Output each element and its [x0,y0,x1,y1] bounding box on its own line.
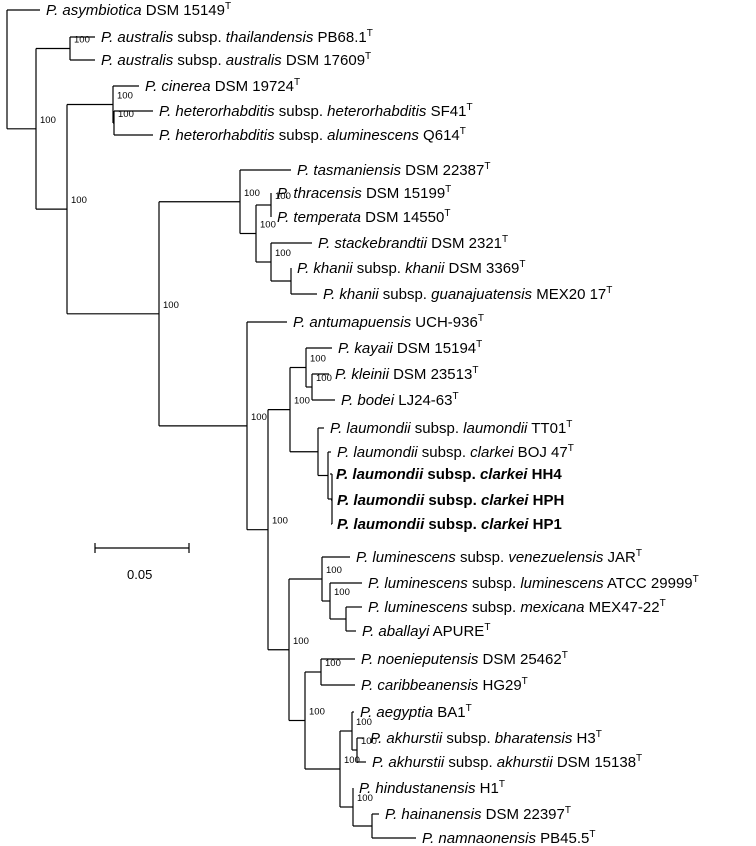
taxon-label-luminescens-luminescens: P. luminescens subsp. luminescens ATCC 2… [368,574,699,592]
taxon-label-aballayi: P. aballayi APURET [362,622,490,640]
taxon-label-khanii-guanajuatensis: P. khanii subsp. guanajuatensis MEX20 17… [323,285,612,303]
taxon-label-laumondii-clarkei-hh4: P. laumondii subsp. clarkei HH4 [336,466,562,483]
bootstrap-label: 100 [344,755,360,766]
taxon-label-laumondii-clarkei-hp1: P. laumondii subsp. clarkei HP1 [337,516,562,533]
taxon-label-laumondii-clarkei-hph: P. laumondii subsp. clarkei HPH [337,492,564,509]
taxon-label-hainanensis: P. hainanensis DSM 22397T [385,805,571,823]
bootstrap-label: 100 [272,516,288,527]
taxon-label-bodei: P. bodei LJ24-63T [341,391,459,409]
taxon-label-noenieputensis: P. noenieputensis DSM 25462T [361,650,568,668]
bootstrap-label: 100 [334,587,350,598]
taxon-label-caribbeanensis: P. caribbeanensis HG29T [361,676,528,694]
taxon-label-namnaonensis: P. namnaonensis PB45.5T [422,829,595,846]
tree-branches [6,9,416,839]
taxon-label-laumondii-laumondii: P. laumondii subsp. laumondii TT01T [330,419,572,437]
taxon-label-khanii-khanii: P. khanii subsp. khanii DSM 3369T [297,259,526,277]
taxon-label-antumapuensis: P. antumapuensis UCH-936T [293,313,484,331]
taxon-label-asymbiotica: P. asymbiotica DSM 15149T [46,1,231,19]
taxon-labels: P. asymbiotica DSM 15149T P. australis su… [46,1,699,846]
scale-bar: 0.05 [94,543,190,582]
taxon-label-kleinii: P. kleinii DSM 23513T [335,365,478,383]
bootstrap-label: 100 [40,115,56,126]
bootstrap-label: 100 [309,707,325,718]
taxon-label-kayaii: P. kayaii DSM 15194T [338,339,482,357]
bootstrap-label: 100 [294,396,310,407]
bootstrap-label: 100 [357,793,373,804]
bootstrap-label: 100 [316,373,332,384]
bootstrap-label: 100 [117,91,133,102]
bootstrap-label: 100 [325,658,341,669]
bootstrap-label: 100 [326,565,342,576]
bootstrap-label: 100 [251,412,267,423]
taxon-label-luminescens-venezuelensis: P. luminescens subsp. venezuelensis JART [356,548,642,566]
taxon-label-laumondii-clarkei-boj47: P. laumondii subsp. clarkei BOJ 47T [337,443,574,461]
taxon-label-heterorhabditis-aluminescens: P. heterorhabditis subsp. aluminescens Q… [159,126,466,144]
taxon-label-akhurstii-bharatensis: P. akhurstii subsp. bharatensis H3T [370,729,602,747]
bootstrap-label: 100 [361,736,377,747]
taxon-label-cinerea: P. cinerea DSM 19724T [145,77,300,95]
bootstrap-label: 100 [260,220,276,231]
bootstrap-label: 100 [310,354,326,365]
taxon-label-australis-thailandensis: P. australis subsp. thailandensis PB68.1… [101,28,373,46]
bootstrap-label: 100 [356,717,372,728]
taxon-label-tasmaniensis: P. tasmaniensis DSM 22387T [297,161,490,179]
bootstrap-label: 100 [275,248,291,259]
bootstrap-label: 100 [244,188,260,199]
bootstrap-label: 100 [163,300,179,311]
taxon-label-australis-australis: P. australis subsp. australis DSM 17609T [101,51,371,69]
taxon-label-akhurstii-akhurstii: P. akhurstii subsp. akhurstii DSM 15138T [372,753,642,771]
taxon-label-heterorhabditis-heterorhabditis: P. heterorhabditis subsp. heterorhabditi… [159,102,473,120]
bootstrap-label: 100 [293,636,309,647]
scale-bar-label: 0.05 [127,567,152,582]
bootstrap-label: 100 [71,195,87,206]
taxon-label-luminescens-mexicana: P. luminescens subsp. mexicana MEX47-22T [368,598,666,616]
taxon-label-aegyptia: P. aegyptia BA1T [360,703,472,721]
taxon-label-thracensis: P. thracensis DSM 15199T [277,184,451,202]
taxon-label-stackebrandtii: P. stackebrandtii DSM 2321T [318,234,508,252]
bootstrap-label: 100 [118,109,134,120]
taxon-label-hindustanensis: P. hindustanensis H1T [359,779,505,797]
taxon-label-temperata: P. temperata DSM 14550T [277,208,450,226]
bootstrap-values: 1001001001001001001001001001001001001001… [40,35,377,805]
bootstrap-label: 100 [74,35,90,46]
bootstrap-label: 100 [275,191,291,202]
